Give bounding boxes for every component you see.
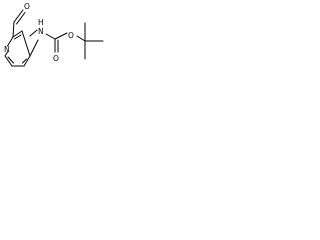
bond-c3-c2-ring [21, 30, 31, 57]
atom-label-n-amide: N [38, 27, 44, 36]
bond-n1-c6 [4, 51, 8, 57]
bond-c2-cho [12, 21, 15, 38]
atom-label-o-ester: O [68, 31, 74, 40]
carbamate-group [29, 29, 86, 57]
bond-aromatic-inner-2 [7, 56, 14, 64]
atom-label-h-amide: H [38, 18, 44, 27]
bond-c3-c2 [12, 30, 23, 38]
tert-butyl-group [84, 22, 104, 60]
bond-c4-c3 [23, 55, 31, 67]
bond-n-carbonyl [45, 33, 56, 40]
aldehyde-group [12, 9, 26, 38]
atom-label-o-carbonyl: O [53, 54, 59, 63]
bond-cho-o [13, 9, 24, 23]
bond-c3-n [29, 39, 39, 57]
bond-aromatic-inner-3 [22, 58, 27, 64]
bond-cho-o-double [16, 12, 26, 25]
bond-carbonyl-o-ester [54, 32, 68, 40]
structure-diagram: N O N H O O [4, 2, 104, 67]
bond-aromatic-inner-1 [14, 34, 22, 40]
bond-c6-c5 [4, 55, 13, 67]
bond-c3-n-2 [29, 29, 38, 37]
pyridine-ring [4, 30, 31, 67]
bond-o-tbu [76, 35, 86, 42]
atom-label-o-aldehyde: O [24, 2, 30, 11]
bond-c2-n1 [7, 36, 14, 47]
atom-label-n-ring: N [4, 45, 10, 54]
